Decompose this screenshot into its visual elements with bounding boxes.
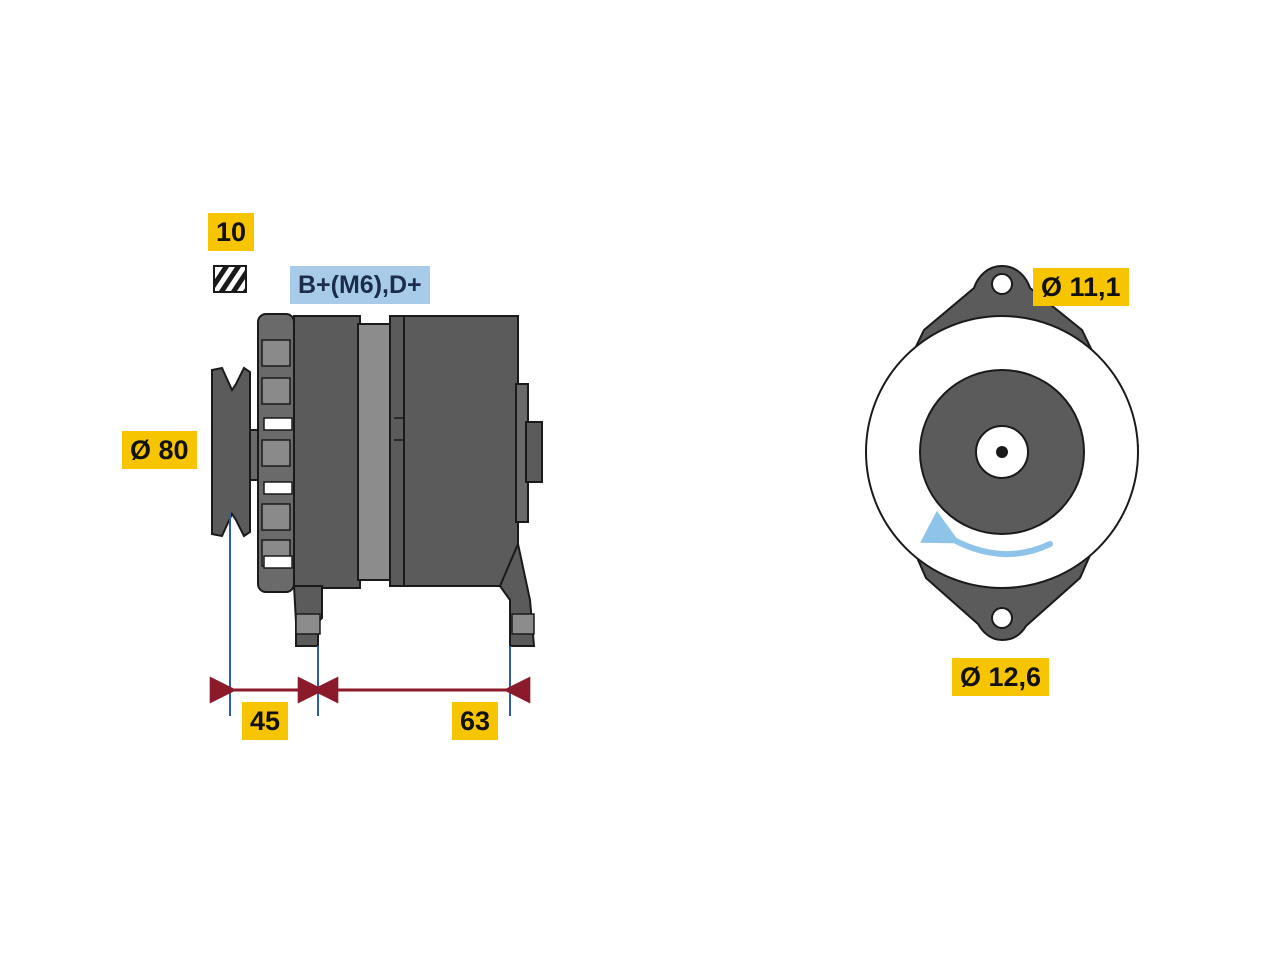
top-hole-diameter-label: Ø 11,1: [1033, 268, 1129, 306]
front-bracket: [257, 313, 295, 593]
dimension-45-label: 45: [242, 702, 289, 740]
quantity-label: 10: [208, 213, 255, 251]
housing: [293, 315, 543, 589]
mounting-feet: [292, 540, 536, 647]
terminals-label: B+(M6),D+: [290, 266, 430, 304]
dimension-63-label: 63: [452, 702, 499, 740]
front-view: [865, 264, 1140, 642]
bottom-mount-hole: [991, 607, 1013, 629]
rotation-arrow-icon: [920, 510, 1053, 558]
pulley: [211, 366, 261, 538]
pulley-diameter-label: Ø 80: [122, 431, 197, 469]
shaft-center: [996, 446, 1008, 458]
top-mount-hole: [991, 273, 1013, 295]
side-view: [211, 313, 543, 647]
hatched-square-icon: [213, 265, 247, 293]
bottom-hole-diameter-label: Ø 12,6: [952, 658, 1050, 696]
